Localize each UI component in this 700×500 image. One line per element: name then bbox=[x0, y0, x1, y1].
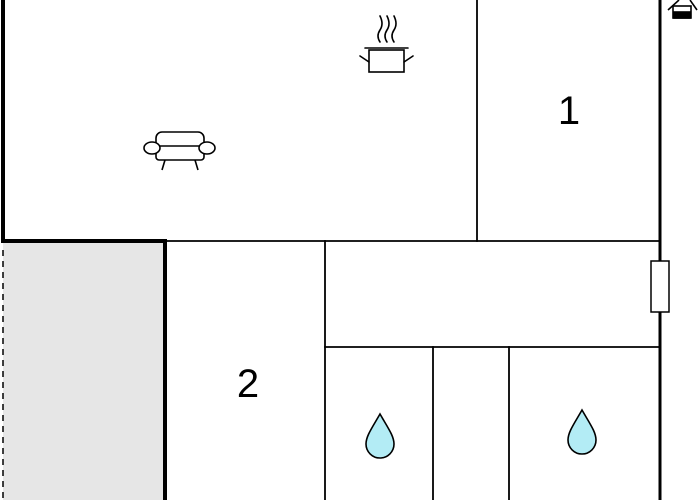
room-label-1: 1 bbox=[558, 89, 580, 133]
window bbox=[650, 260, 670, 313]
sofa-icon bbox=[143, 131, 216, 171]
cooking-pot-icon bbox=[359, 15, 414, 73]
grill-icon bbox=[667, 0, 698, 19]
terrace-area bbox=[3, 241, 165, 500]
room-label-2: 2 bbox=[237, 362, 259, 406]
outer-wall-left bbox=[1, 0, 167, 500]
water-drop-icon bbox=[365, 412, 395, 459]
water-drop-icon bbox=[567, 408, 597, 455]
